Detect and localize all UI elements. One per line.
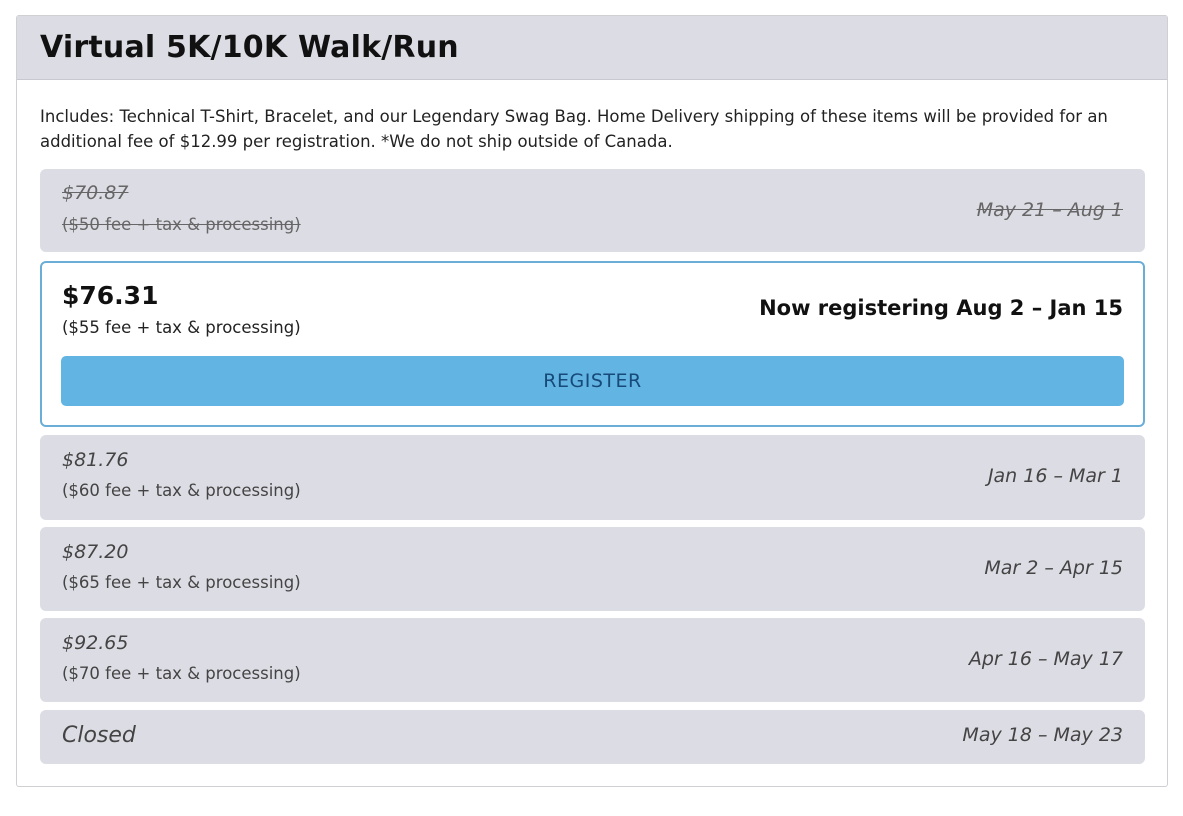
tier-fee: ($55 fee + tax & processing) <box>62 318 301 337</box>
tier-dates: Apr 16 – May 17 <box>968 648 1123 670</box>
tier-price: $70.87 <box>62 182 129 204</box>
tier-dates: Jan 16 – Mar 1 <box>987 465 1123 487</box>
tier-dates: Now registering Aug 2 – Jan 15 <box>759 296 1123 320</box>
tier-price: $87.20 <box>62 541 129 563</box>
card-header: Virtual 5K/10K Walk/Run <box>17 16 1167 80</box>
tier-fee: ($65 fee + tax & processing) <box>62 573 301 592</box>
tier-dates: May 21 – Aug 1 <box>976 199 1123 221</box>
event-description: Includes: Technical T-Shirt, Bracelet, a… <box>40 107 1108 151</box>
tier-price: $81.76 <box>62 449 129 471</box>
tier-fee: ($70 fee + tax & processing) <box>62 664 301 683</box>
price-tier-1: $70.87 ($50 fee + tax & processing) May … <box>40 169 1145 252</box>
price-tier-current: $76.31 ($55 fee + tax & processing) Now … <box>40 261 1145 427</box>
tier-price: $92.65 <box>62 632 129 654</box>
price-tier-closed: Closed May 18 – May 23 <box>40 710 1145 764</box>
price-tier-5: $92.65 ($70 fee + tax & processing) Apr … <box>40 618 1145 702</box>
tier-dates: May 18 – May 23 <box>962 724 1123 746</box>
register-button[interactable]: REGISTER <box>61 356 1124 406</box>
tier-status-closed: Closed <box>62 723 136 748</box>
price-tier-4: $87.20 ($65 fee + tax & processing) Mar … <box>40 527 1145 611</box>
tier-dates: Mar 2 – Apr 15 <box>984 557 1123 579</box>
tier-fee: ($60 fee + tax & processing) <box>62 481 301 500</box>
tier-fee: ($50 fee + tax & processing) <box>62 215 301 234</box>
event-title: Virtual 5K/10K Walk/Run <box>40 30 459 65</box>
tier-price: $76.31 <box>62 281 159 310</box>
registration-card: Virtual 5K/10K Walk/Run Includes: Techni… <box>16 15 1168 787</box>
price-tier-3: $81.76 ($60 fee + tax & processing) Jan … <box>40 435 1145 520</box>
